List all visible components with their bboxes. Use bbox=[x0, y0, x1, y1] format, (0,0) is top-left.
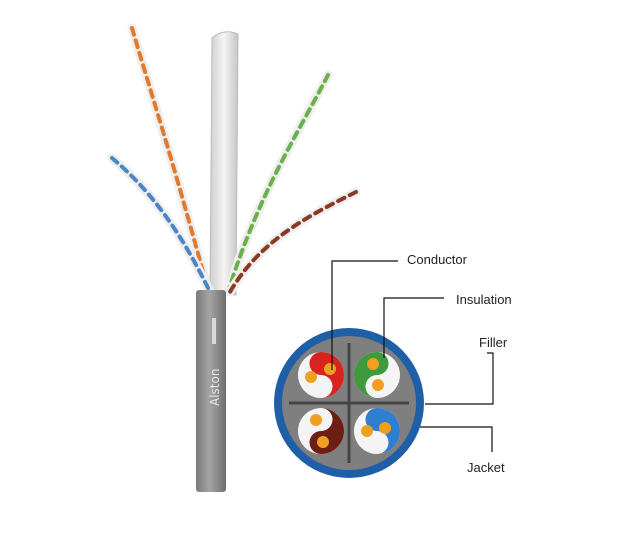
cable-cross-section bbox=[274, 328, 424, 478]
jacket-leader bbox=[420, 426, 493, 452]
blue-pair bbox=[107, 153, 215, 297]
cable-jacket bbox=[196, 290, 226, 492]
pair-brown bbox=[298, 408, 344, 454]
brand-logo: Alston bbox=[208, 369, 222, 406]
insulation-label: Insulation bbox=[456, 292, 512, 307]
orange-pair bbox=[127, 23, 213, 295]
filler-spline bbox=[209, 31, 239, 296]
insulation-leader bbox=[383, 297, 444, 358]
conductor-label: Conductor bbox=[407, 252, 467, 267]
filler-label: Filler bbox=[479, 335, 508, 350]
jacket-label: Jacket bbox=[467, 460, 505, 475]
brown-pair bbox=[225, 187, 361, 297]
brand-mark bbox=[212, 318, 216, 344]
pair-green bbox=[354, 352, 400, 398]
pair-red bbox=[298, 352, 344, 398]
filler-leader bbox=[425, 352, 494, 405]
green-pair bbox=[223, 70, 333, 297]
pair-blue bbox=[354, 408, 400, 454]
conductor-leader bbox=[331, 260, 398, 370]
